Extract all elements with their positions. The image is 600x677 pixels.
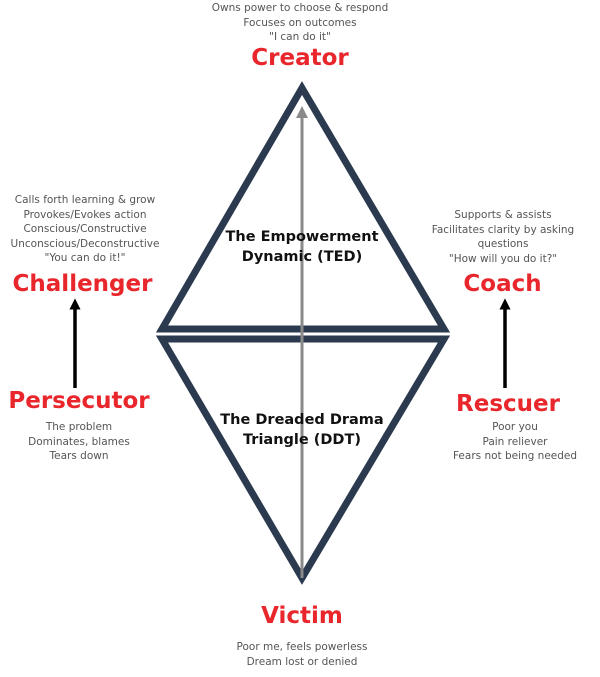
rescuer-description: Poor you Pain reliever Fears not being n… — [440, 420, 590, 464]
challenger-description-line: Calls forth learning & grow — [14, 194, 156, 206]
creator-description: Owns power to choose & respond Focuses o… — [150, 1, 450, 45]
persecutor-description: The problem Dominates, blames Tears down — [0, 420, 158, 464]
rescuer-label: Rescuer — [456, 391, 560, 417]
creator-label: Creator — [251, 45, 349, 71]
challenger-description-line: Unconscious/Deconstructive — [10, 237, 160, 250]
coach-description-line: "How will you do it?" — [448, 252, 558, 265]
challenger-description: Calls forth learning & grow Provokes/Evo… — [0, 193, 170, 266]
persecutor-label: Persecutor — [8, 388, 150, 414]
rescuer-description-line: Poor you — [492, 421, 538, 433]
persecutor-description-line: Dominates, blames — [28, 435, 130, 448]
challenger-description-line: Provokes/Evokes action — [23, 208, 147, 221]
victim-label: Victim — [261, 603, 343, 629]
victim-description-line: Poor me, feels powerless — [236, 641, 368, 653]
coach-label: Coach — [463, 271, 542, 297]
coach-description-line: questions — [477, 238, 529, 250]
ddt-label-line: The Dreaded Drama — [220, 412, 384, 428]
ted-label-line: The Empowerment — [225, 229, 379, 245]
ddt-label-line: Triangle (DDT) — [243, 432, 361, 448]
ted-label: The Empowerment Dynamic (TED) — [200, 227, 404, 267]
rescuer-description-line: Pain reliever — [482, 435, 548, 448]
creator-description-line: "I can do it" — [269, 31, 331, 43]
challenger-description-line: Conscious/Constructive — [23, 223, 147, 235]
challenger-description-line: "You can do it!" — [44, 252, 126, 264]
coach-description: Supports & assists Facilitates clarity b… — [428, 208, 578, 266]
creator-description-line: Owns power to choose & respond — [211, 2, 389, 14]
victim-description: Poor me, feels powerless Dream lost or d… — [150, 640, 454, 669]
coach-description-line: Facilitates clarity by asking — [431, 223, 575, 236]
rescuer-description-line: Fears not being needed — [452, 450, 578, 462]
persecutor-description-line: The problem — [45, 421, 113, 433]
creator-description-line: Focuses on outcomes — [243, 16, 357, 29]
ted-label-line: Dynamic (TED) — [241, 249, 363, 265]
challenger-label: Challenger — [12, 271, 153, 297]
coach-description-line: Supports & assists — [454, 209, 552, 221]
ddt-label: The Dreaded Drama Triangle (DDT) — [200, 410, 404, 450]
persecutor-description-line: Tears down — [49, 450, 109, 462]
victim-description-line: Dream lost or denied — [246, 655, 358, 668]
